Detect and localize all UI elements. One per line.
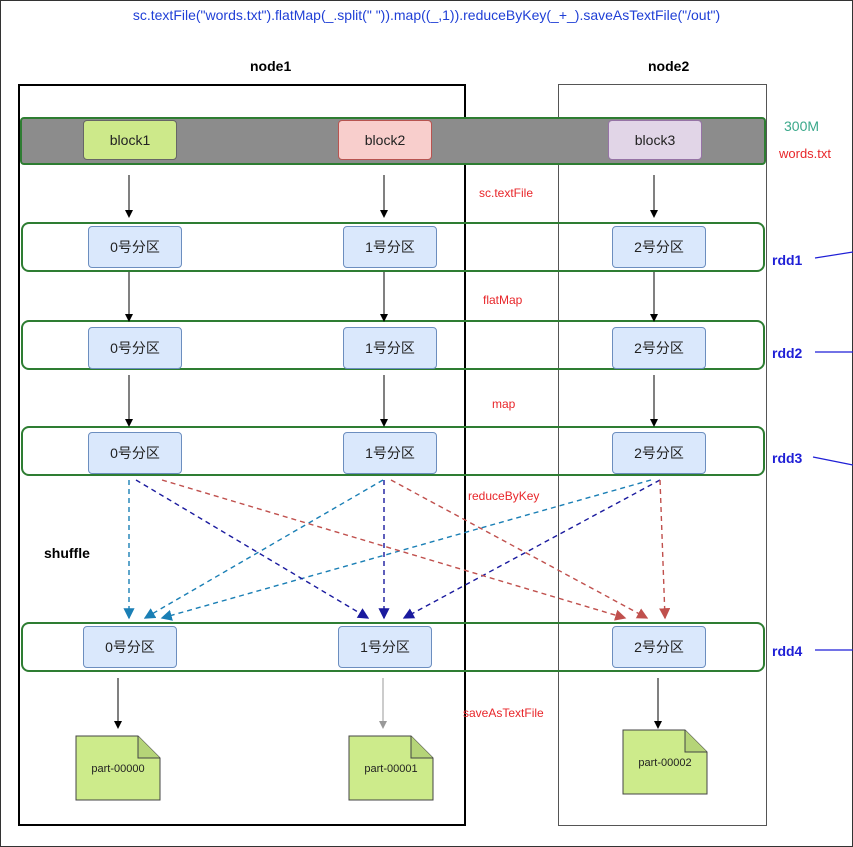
- rdd3-partition-1: 1号分区: [343, 432, 437, 474]
- rdd4-partition-2: 2号分区: [612, 626, 706, 668]
- node1-label: node1: [250, 58, 292, 74]
- op-saveastextfile: saveAsTextFile: [463, 706, 544, 720]
- op-textfile: sc.textFile: [479, 186, 534, 200]
- op-reducebykey: reduceByKey: [468, 489, 540, 503]
- file-name: words.txt: [779, 146, 832, 161]
- rdd4-partition-1: 1号分区: [338, 626, 432, 668]
- node2-label: node2: [648, 58, 690, 74]
- block3: block3: [608, 120, 702, 160]
- rdd2-label: rdd2: [772, 345, 803, 361]
- rdd4-partition-0: 0号分区: [83, 626, 177, 668]
- block1: block1: [83, 120, 177, 160]
- file-size: 300M: [784, 118, 820, 134]
- rdd1-row: [21, 222, 765, 272]
- node2-box: [558, 84, 767, 826]
- rdd2-partition-1: 1号分区: [343, 327, 437, 369]
- block2: block2: [338, 120, 432, 160]
- output-file-0-label: part-00000: [91, 763, 145, 775]
- rdd1-partition-1: 1号分区: [343, 226, 437, 268]
- rdd1-label: rdd1: [772, 252, 803, 268]
- op-map: map: [492, 397, 516, 411]
- rdd3-label: rdd3: [772, 450, 803, 466]
- rdd4-label: rdd4: [772, 643, 803, 659]
- rdd2-partition-2: 2号分区: [612, 327, 706, 369]
- op-flatmap: flatMap: [483, 293, 523, 307]
- rdd3-row: [21, 426, 765, 476]
- rdd1-partition-2: 2号分区: [612, 226, 706, 268]
- rdd2-partition-0: 0号分区: [88, 327, 182, 369]
- output-file-1-label: part-00001: [364, 763, 418, 775]
- output-file-2-label: part-00002: [638, 757, 692, 769]
- rdd3-partition-2: 2号分区: [612, 432, 706, 474]
- rdd4-row: [21, 622, 765, 672]
- rdd3-partition-0: 0号分区: [88, 432, 182, 474]
- code-line: sc.textFile("words.txt").flatMap(_.split…: [132, 7, 721, 23]
- shuffle-label: shuffle: [44, 545, 90, 561]
- node1-box: [18, 84, 466, 826]
- rdd1-partition-0: 0号分区: [88, 226, 182, 268]
- rdd2-row: [21, 320, 765, 370]
